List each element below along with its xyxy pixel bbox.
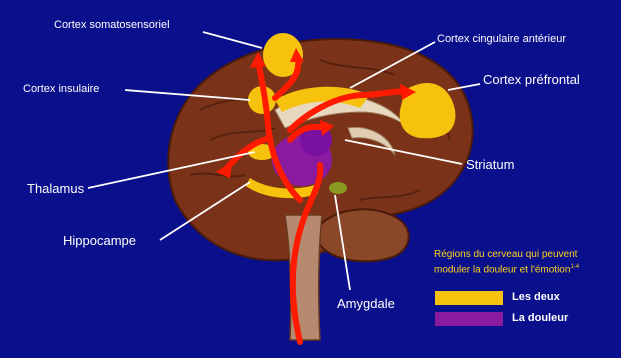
label-cortex-somatosensoriel: Cortex somatosensoriel: [54, 19, 170, 31]
legend-swatch-les-deux: [435, 291, 503, 305]
legend-label-les-deux: Les deux: [512, 291, 560, 303]
label-striatum: Striatum: [466, 157, 514, 172]
label-hippocampe: Hippocampe: [63, 233, 136, 248]
legend-title: Régions du cerveau qui peuvent moduler l…: [434, 248, 579, 276]
legend-label-la-douleur: La douleur: [512, 312, 568, 324]
legend-title-line1: Régions du cerveau qui peuvent: [434, 248, 579, 261]
legend-swatch-la-douleur: [435, 312, 503, 326]
label-thalamus: Thalamus: [27, 181, 84, 196]
cerebellum: [316, 209, 408, 261]
label-cortex-insulaire: Cortex insulaire: [23, 83, 99, 95]
legend-title-line2: moduler la douleur et l'émotion1-4: [434, 261, 579, 276]
region-amygdala: [329, 182, 347, 194]
label-amygdale: Amygdale: [337, 296, 395, 311]
label-cortex-cingulaire-anterieur: Cortex cingulaire antérieur: [437, 33, 566, 45]
label-cortex-prefrontal: Cortex préfrontal: [483, 72, 580, 87]
